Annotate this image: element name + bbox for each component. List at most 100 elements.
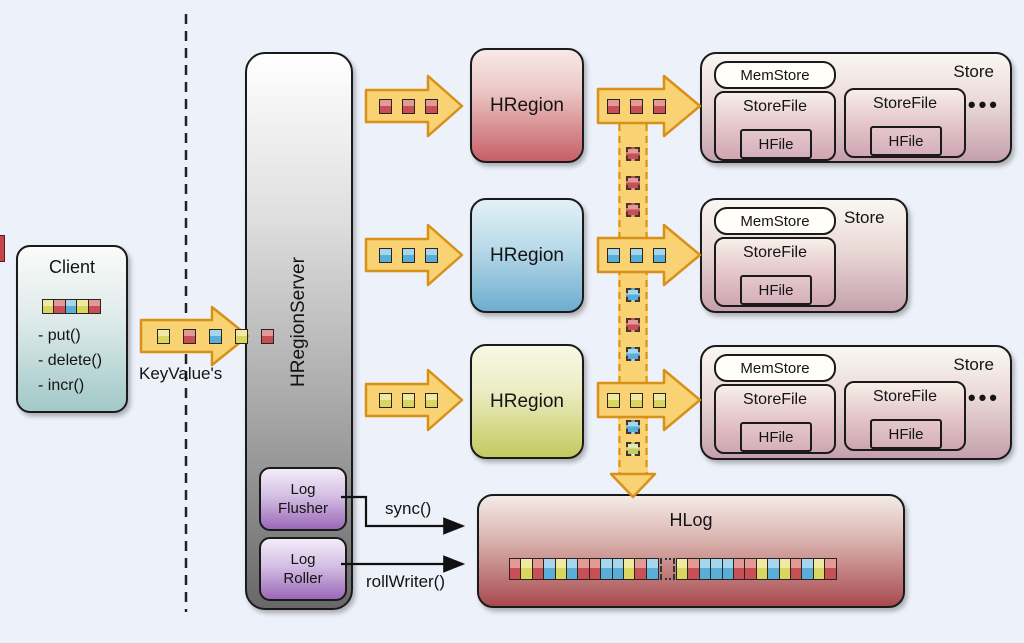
log-flusher-box: Log Flusher: [259, 467, 347, 531]
store1-ellipsis: •••: [967, 92, 1000, 117]
keyvalue-square-red: [630, 99, 643, 114]
hlog-strip-gap: [659, 558, 675, 580]
keyvalue-square-yellow: [157, 329, 170, 344]
keyvalue-square-blue: [653, 248, 666, 263]
clipped-edge-artifact: [0, 235, 5, 262]
client-method-delete: - delete(): [38, 352, 103, 369]
store1-storefile2-hfile: HFile: [870, 126, 942, 156]
keyvalue-square-yellow: [379, 393, 392, 408]
hregion2-box: HRegion: [470, 198, 584, 313]
keyvalue-square-blue: [425, 248, 438, 263]
store3-storefile2-hfile: HFile: [870, 419, 942, 449]
keyvalue-square-red: [824, 558, 838, 580]
server-arrow3-squares: [379, 393, 438, 408]
keyvalue-square-red: [183, 329, 196, 344]
store1-box: MemStore Store StoreFile HFile StoreFile…: [700, 52, 1012, 163]
keyvalue-label: KeyValue's: [139, 364, 223, 383]
hregion1-label: HRegion: [490, 94, 564, 116]
store1-storefile1: StoreFile HFile: [714, 91, 836, 161]
keyvalue-square-yellow: [653, 393, 666, 408]
store3-storefile2-label: StoreFile: [872, 388, 938, 405]
store2-memstore-label: MemStore: [740, 212, 810, 230]
keyvalue-square-red: [261, 329, 274, 344]
keyvalue-square-red: [653, 99, 666, 114]
hregion2-label: HRegion: [490, 244, 564, 266]
store3-storefile1-hfile: HFile: [740, 422, 812, 452]
hlog-strip-left: [509, 558, 659, 580]
client-method-incr: - incr(): [38, 377, 85, 394]
keyvalue-square-yellow: [607, 393, 620, 408]
client-box: Client - put() - delete() - incr(): [16, 245, 128, 413]
sync-call-label: sync(): [385, 499, 432, 518]
keyvalue-square-yellow: [630, 393, 643, 408]
server-arrow2-squares: [379, 248, 438, 263]
log-flusher-line2: Flusher: [277, 500, 329, 517]
store2-storefile1-label: StoreFile: [742, 244, 808, 261]
region1-arrow-squares: [607, 99, 666, 114]
region3-arrow-squares: [607, 393, 666, 408]
keyvalue-square-yellow: [402, 393, 415, 408]
store1-storefile1-label: StoreFile: [742, 98, 808, 115]
keyvalue-square-green: [626, 442, 640, 456]
client-keyvalue-squares: [42, 299, 101, 314]
store1-title: Store: [953, 62, 994, 81]
store3-storefile2: StoreFile HFile: [844, 381, 966, 451]
store1-memstore-label: MemStore: [740, 66, 810, 84]
keyvalue-square-blue: [645, 558, 659, 580]
hregion1-box: HRegion: [470, 48, 584, 163]
store3-ellipsis: •••: [967, 385, 1000, 410]
store2-storefile1: StoreFile HFile: [714, 237, 836, 307]
client-title: Client: [48, 257, 96, 277]
keyvalue-squares: [157, 329, 274, 344]
keyvalue-square-red: [626, 147, 640, 161]
log-roller-box: Log Roller: [259, 537, 347, 601]
keyvalue-square-red: [87, 299, 101, 314]
hregion3-label: HRegion: [490, 390, 564, 412]
keyvalue-square-red: [402, 99, 415, 114]
keyvalue-square-blue: [626, 420, 640, 434]
client-method-put: - put(): [38, 327, 81, 344]
store1-memstore-pill: MemStore: [714, 61, 836, 89]
keyvalue-square-yellow: [425, 393, 438, 408]
store3-memstore-pill: MemStore: [714, 354, 836, 382]
keyvalue-square-blue: [402, 248, 415, 263]
store1-storefile2: StoreFile HFile: [844, 88, 966, 158]
server-arrow1-squares: [379, 99, 438, 114]
keyvalue-square-blue: [626, 347, 640, 361]
keyvalue-square-blue: [626, 288, 640, 302]
hlog-title: HLog: [669, 510, 713, 530]
hlog-keyvalue-strip: [509, 558, 838, 580]
keyvalue-square-blue: [209, 329, 222, 344]
store1-storefile2-label: StoreFile: [872, 95, 938, 112]
store3-box: MemStore Store StoreFile HFile StoreFile…: [700, 345, 1012, 460]
keyvalue-square-red: [425, 99, 438, 114]
log-flusher-line1: Log: [290, 481, 316, 498]
store3-storefile1-label: StoreFile: [742, 391, 808, 408]
rollwriter-call-label: rollWriter(): [366, 572, 446, 591]
hregion3-box: HRegion: [470, 344, 584, 459]
keyvalue-square-red: [626, 176, 640, 190]
store1-storefile1-hfile: HFile: [740, 129, 812, 159]
hlog-strip-right: [675, 558, 838, 580]
store2-memstore-pill: MemStore: [714, 207, 836, 235]
hlog-box: HLog: [477, 494, 905, 608]
store3-memstore-label: MemStore: [740, 359, 810, 377]
region2-arrow-squares: [607, 248, 666, 263]
client-methods: - put() - delete() - incr(): [38, 323, 102, 398]
keyvalue-square-blue: [607, 248, 620, 263]
store3-storefile1: StoreFile HFile: [714, 384, 836, 454]
keyvalue-square-blue: [379, 248, 392, 263]
hregionserver-label: HRegionServer: [288, 257, 309, 387]
store2-storefile1-hfile: HFile: [740, 275, 812, 305]
log-roller-line2: Roller: [283, 570, 323, 587]
keyvalue-square-red: [626, 318, 640, 332]
store2-box: MemStore Store StoreFile HFile: [700, 198, 908, 313]
keyvalue-square-yellow: [235, 329, 248, 344]
keyvalue-square-blue: [630, 248, 643, 263]
log-roller-line1: Log: [290, 551, 316, 568]
keyvalue-square-red: [626, 203, 640, 217]
store2-title: Store: [844, 208, 885, 227]
keyvalue-square-red: [607, 99, 620, 114]
store3-title: Store: [953, 355, 994, 374]
keyvalue-square-red: [379, 99, 392, 114]
